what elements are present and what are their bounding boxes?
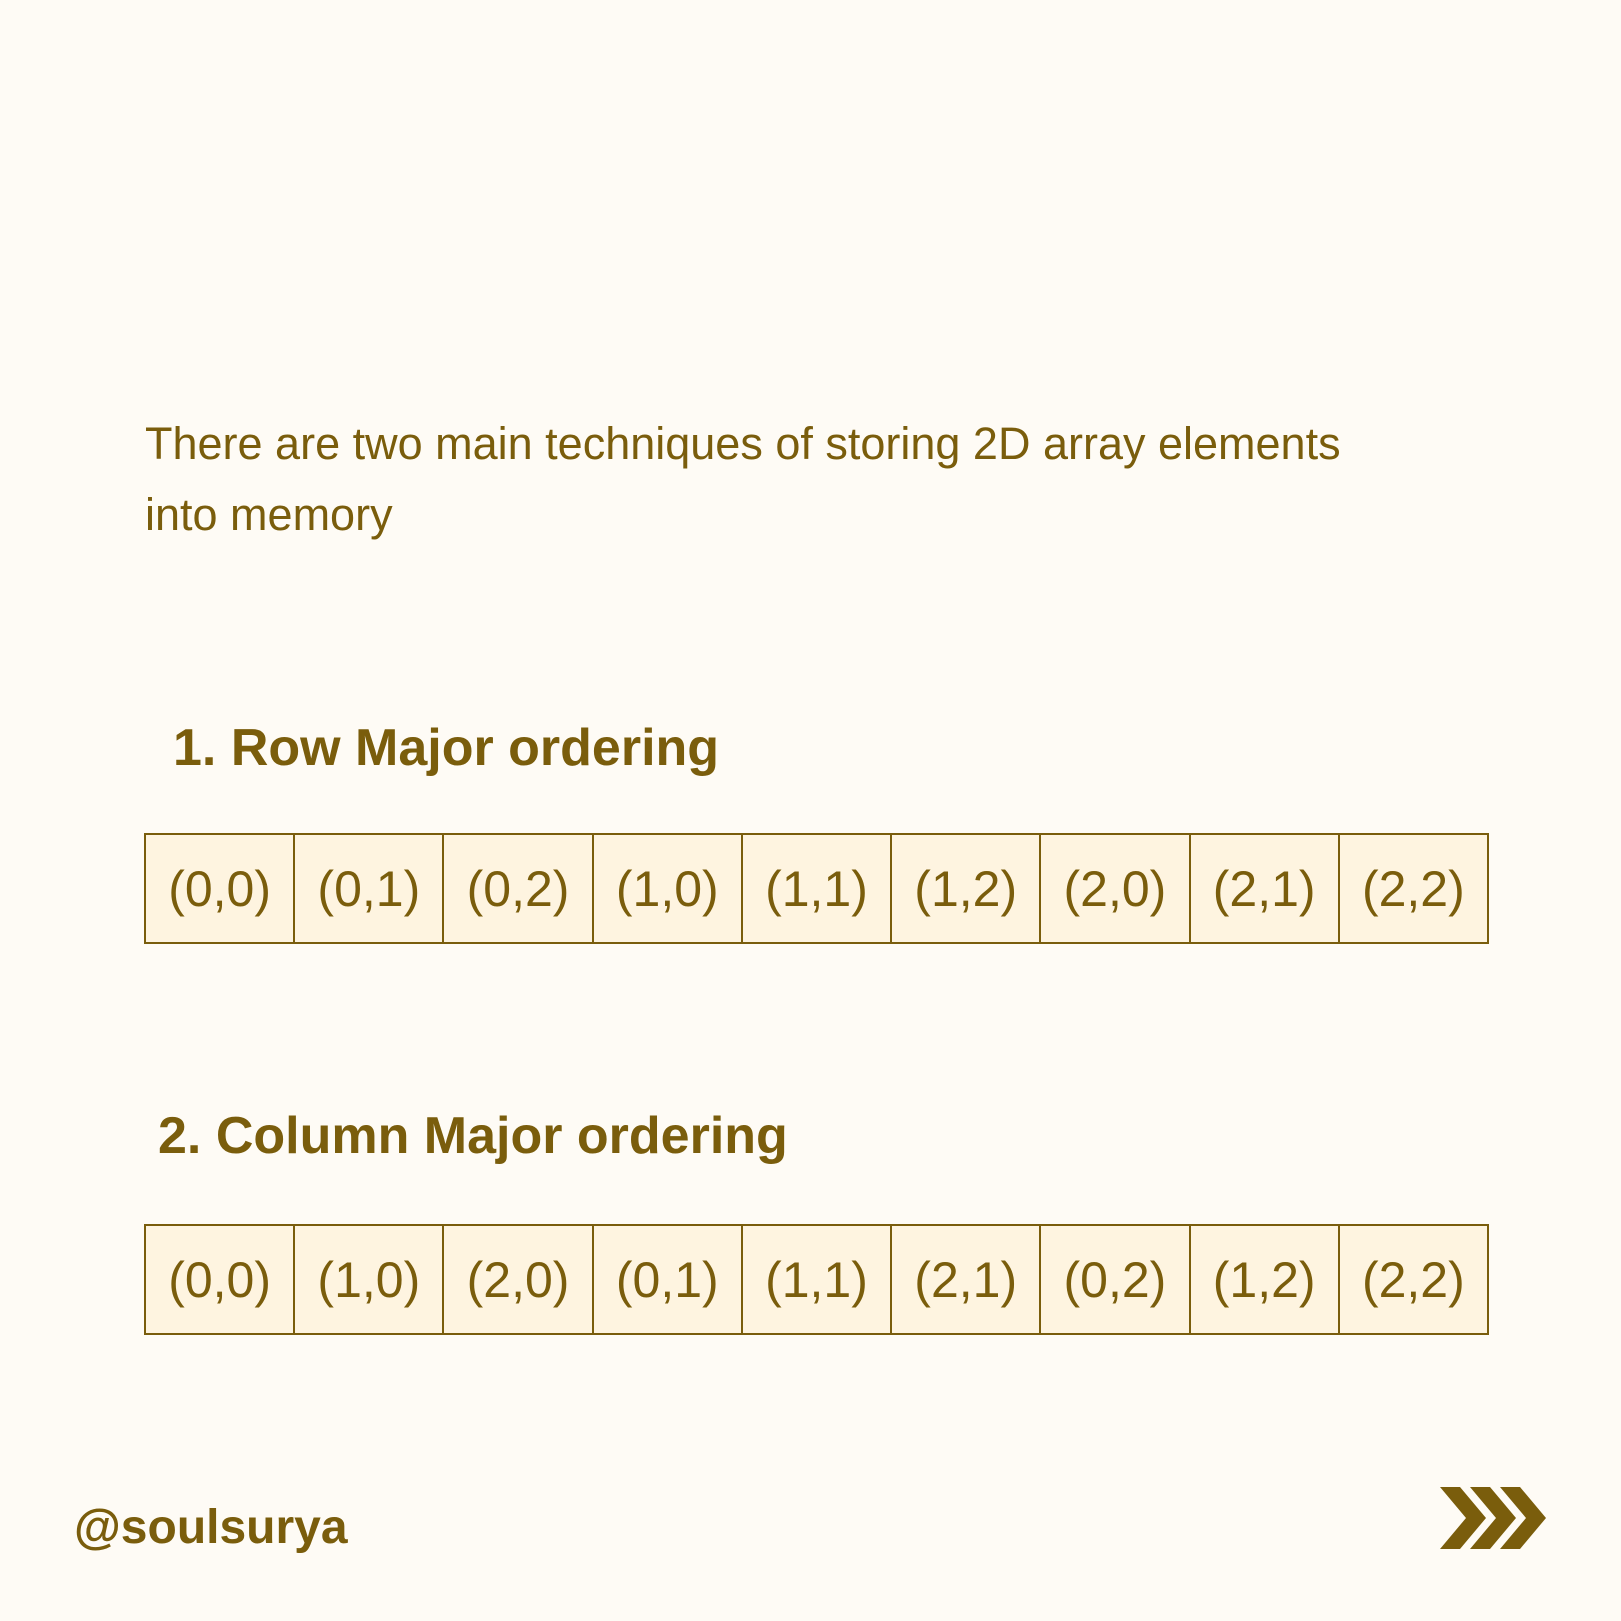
row-major-cell: (2,1) [1190,835,1340,942]
column-major-cell: (2,2) [1339,1226,1489,1333]
author-handle: @soulsurya [74,1501,348,1554]
row-major-cell: (0,0) [146,835,296,942]
column-major-heading: 2. Column Major ordering [158,1107,788,1165]
column-major-cell: (0,2) [1041,1226,1191,1333]
row-major-cell: (0,2) [444,835,594,942]
row-major-cells: (0,0) (0,1) (0,2) (1,0) (1,1) (1,2) (2,0… [144,833,1489,944]
column-major-cell: (1,1) [742,1226,893,1333]
intro-text: There are two main techniques of storing… [145,418,1341,540]
row-major-cell: (1,0) [593,835,743,942]
row-major-cell: (0,1) [295,835,445,942]
triple-chevron-right-icon[interactable] [1440,1487,1546,1549]
column-major-cell: (1,2) [1190,1226,1340,1333]
row-major-cell: (1,2) [892,835,1042,942]
row-major-heading: 1. Row Major ordering [173,719,720,777]
column-major-cells: (0,0) (1,0) (2,0) (0,1) (1,1) (2,1) (0,2… [144,1224,1489,1335]
column-major-cell: (1,0) [295,1226,445,1333]
row-major-cell: (2,2) [1339,835,1489,942]
row-major-cell: (2,0) [1041,835,1191,942]
column-major-cell: (0,1) [593,1226,743,1333]
row-major-cell: (1,1) [742,835,893,942]
column-major-cell: (2,0) [444,1226,594,1333]
column-major-cell: (2,1) [892,1226,1042,1333]
column-major-cell: (0,0) [146,1226,296,1333]
